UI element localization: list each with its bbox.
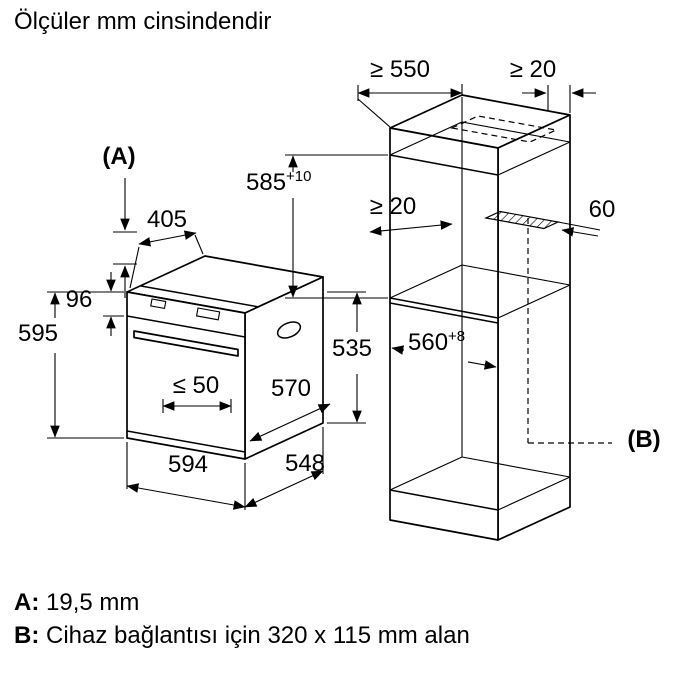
- footnote-a-value: 19,5 mm: [46, 589, 140, 616]
- oven-outline: [126, 255, 324, 460]
- dim-oven-max-gap: ≤ 50: [173, 372, 220, 399]
- dim-niche-height: 585+10: [246, 168, 312, 196]
- connection-area-dashed: [450, 115, 612, 444]
- cabinet-figure: [389, 94, 612, 541]
- footnote-b: B: Cihaz bağlantısı için 320 x 115 mm al…: [14, 619, 470, 652]
- page-title: Ölçüler mm cinsindendir: [14, 8, 272, 35]
- oven-door-handle: [133, 330, 239, 357]
- oven-dimensions: (A) 405 96 595 ≤ 50: [18, 143, 372, 510]
- dim-vent-depth: 60: [589, 196, 616, 223]
- footnotes: A: 19,5 mm B: Cihaz bağlantısı için 320 …: [14, 586, 470, 652]
- oven-control-panel: [126, 298, 246, 338]
- cabinet-outline: [389, 94, 571, 541]
- footnote-a: A: 19,5 mm: [14, 586, 470, 619]
- dim-niche-width: 560+8: [408, 328, 465, 356]
- dim-oven-body-depth: 570: [271, 375, 311, 402]
- dim-oven-top-depth: 405: [147, 206, 187, 233]
- oven-door: [126, 430, 246, 453]
- footnote-b-value: Cihaz bağlantısı için 320 x 115 mm alan: [46, 622, 470, 649]
- marker-b-label: (B): [627, 426, 660, 453]
- cabinet-interior: [389, 97, 571, 511]
- dim-oven-height: 595: [18, 320, 58, 347]
- dim-oven-panel-height: 96: [66, 286, 93, 313]
- cabinet-dimensions: ≥ 550 ≥ 20 585+10 ≥ 20 60: [246, 56, 661, 453]
- dim-niche-back-gap: ≥ 20: [370, 193, 417, 220]
- dim-cabinet-depth-min: ≥ 550: [370, 56, 430, 83]
- marker-a-label: (A): [102, 143, 135, 170]
- oven-figure: [126, 255, 324, 460]
- oven-side-grip-hole: [276, 321, 302, 339]
- dim-cabinet-top-gap: ≥ 20: [510, 56, 557, 83]
- dim-oven-width: 594: [168, 451, 208, 478]
- footnote-b-label: B:: [14, 622, 40, 649]
- footnote-a-label: A:: [14, 589, 40, 616]
- dim-oven-body-height: 535: [332, 335, 372, 362]
